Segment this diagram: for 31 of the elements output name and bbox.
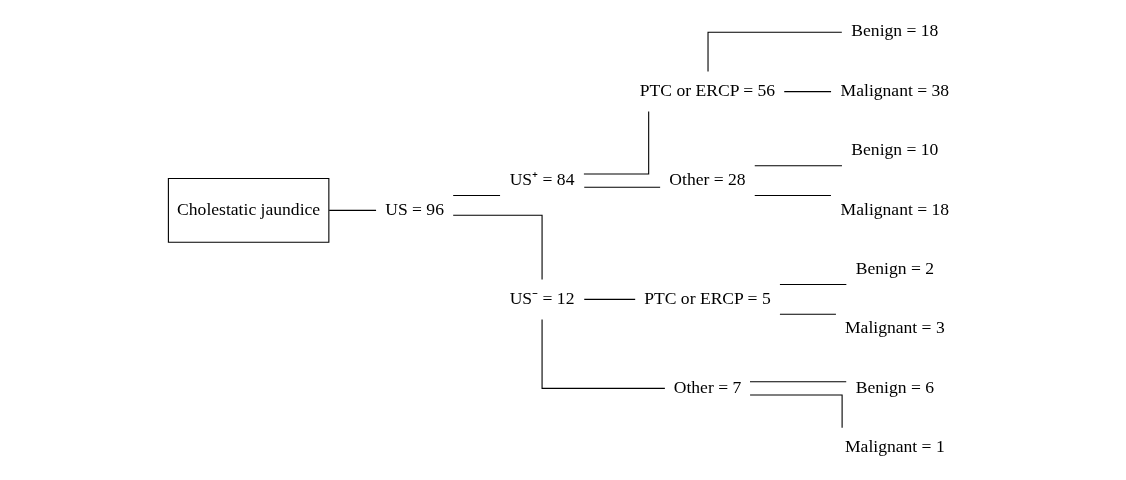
node-text: US⁺ = 84 [509,168,574,189]
node-text: US = 96 [384,198,444,219]
node-text: US⁻ = 12 [509,287,574,308]
node-text: PTC or ERCP = 5 [643,287,771,308]
connector [748,381,847,383]
connector [582,111,649,175]
connector [753,194,831,197]
connector [706,31,842,73]
connector [452,214,543,280]
node-text: Benign = 2 [855,257,934,278]
node-text: Malignant = 1 [844,435,945,456]
connector [583,298,636,300]
node-text: Benign = 10 [850,139,938,160]
connector [583,186,661,188]
node-text: Malignant = 38 [840,79,949,100]
connector [778,283,847,286]
connector [328,209,377,211]
node-text: Malignant = 3 [844,317,945,338]
connector [783,91,832,93]
node-text: PTC or ERCP = 56 [639,79,775,100]
node-text: Other = 28 [668,168,746,189]
node-box: Cholestatic jaundice [167,177,329,243]
connector [749,394,843,429]
connector [753,165,842,167]
connector [778,313,836,315]
node-text: Benign = 6 [855,376,934,397]
node-text: Benign = 18 [850,20,938,41]
connector [541,319,665,389]
connector [452,194,501,197]
node-text: Other = 7 [673,376,741,397]
node-text: Malignant = 18 [840,198,949,219]
